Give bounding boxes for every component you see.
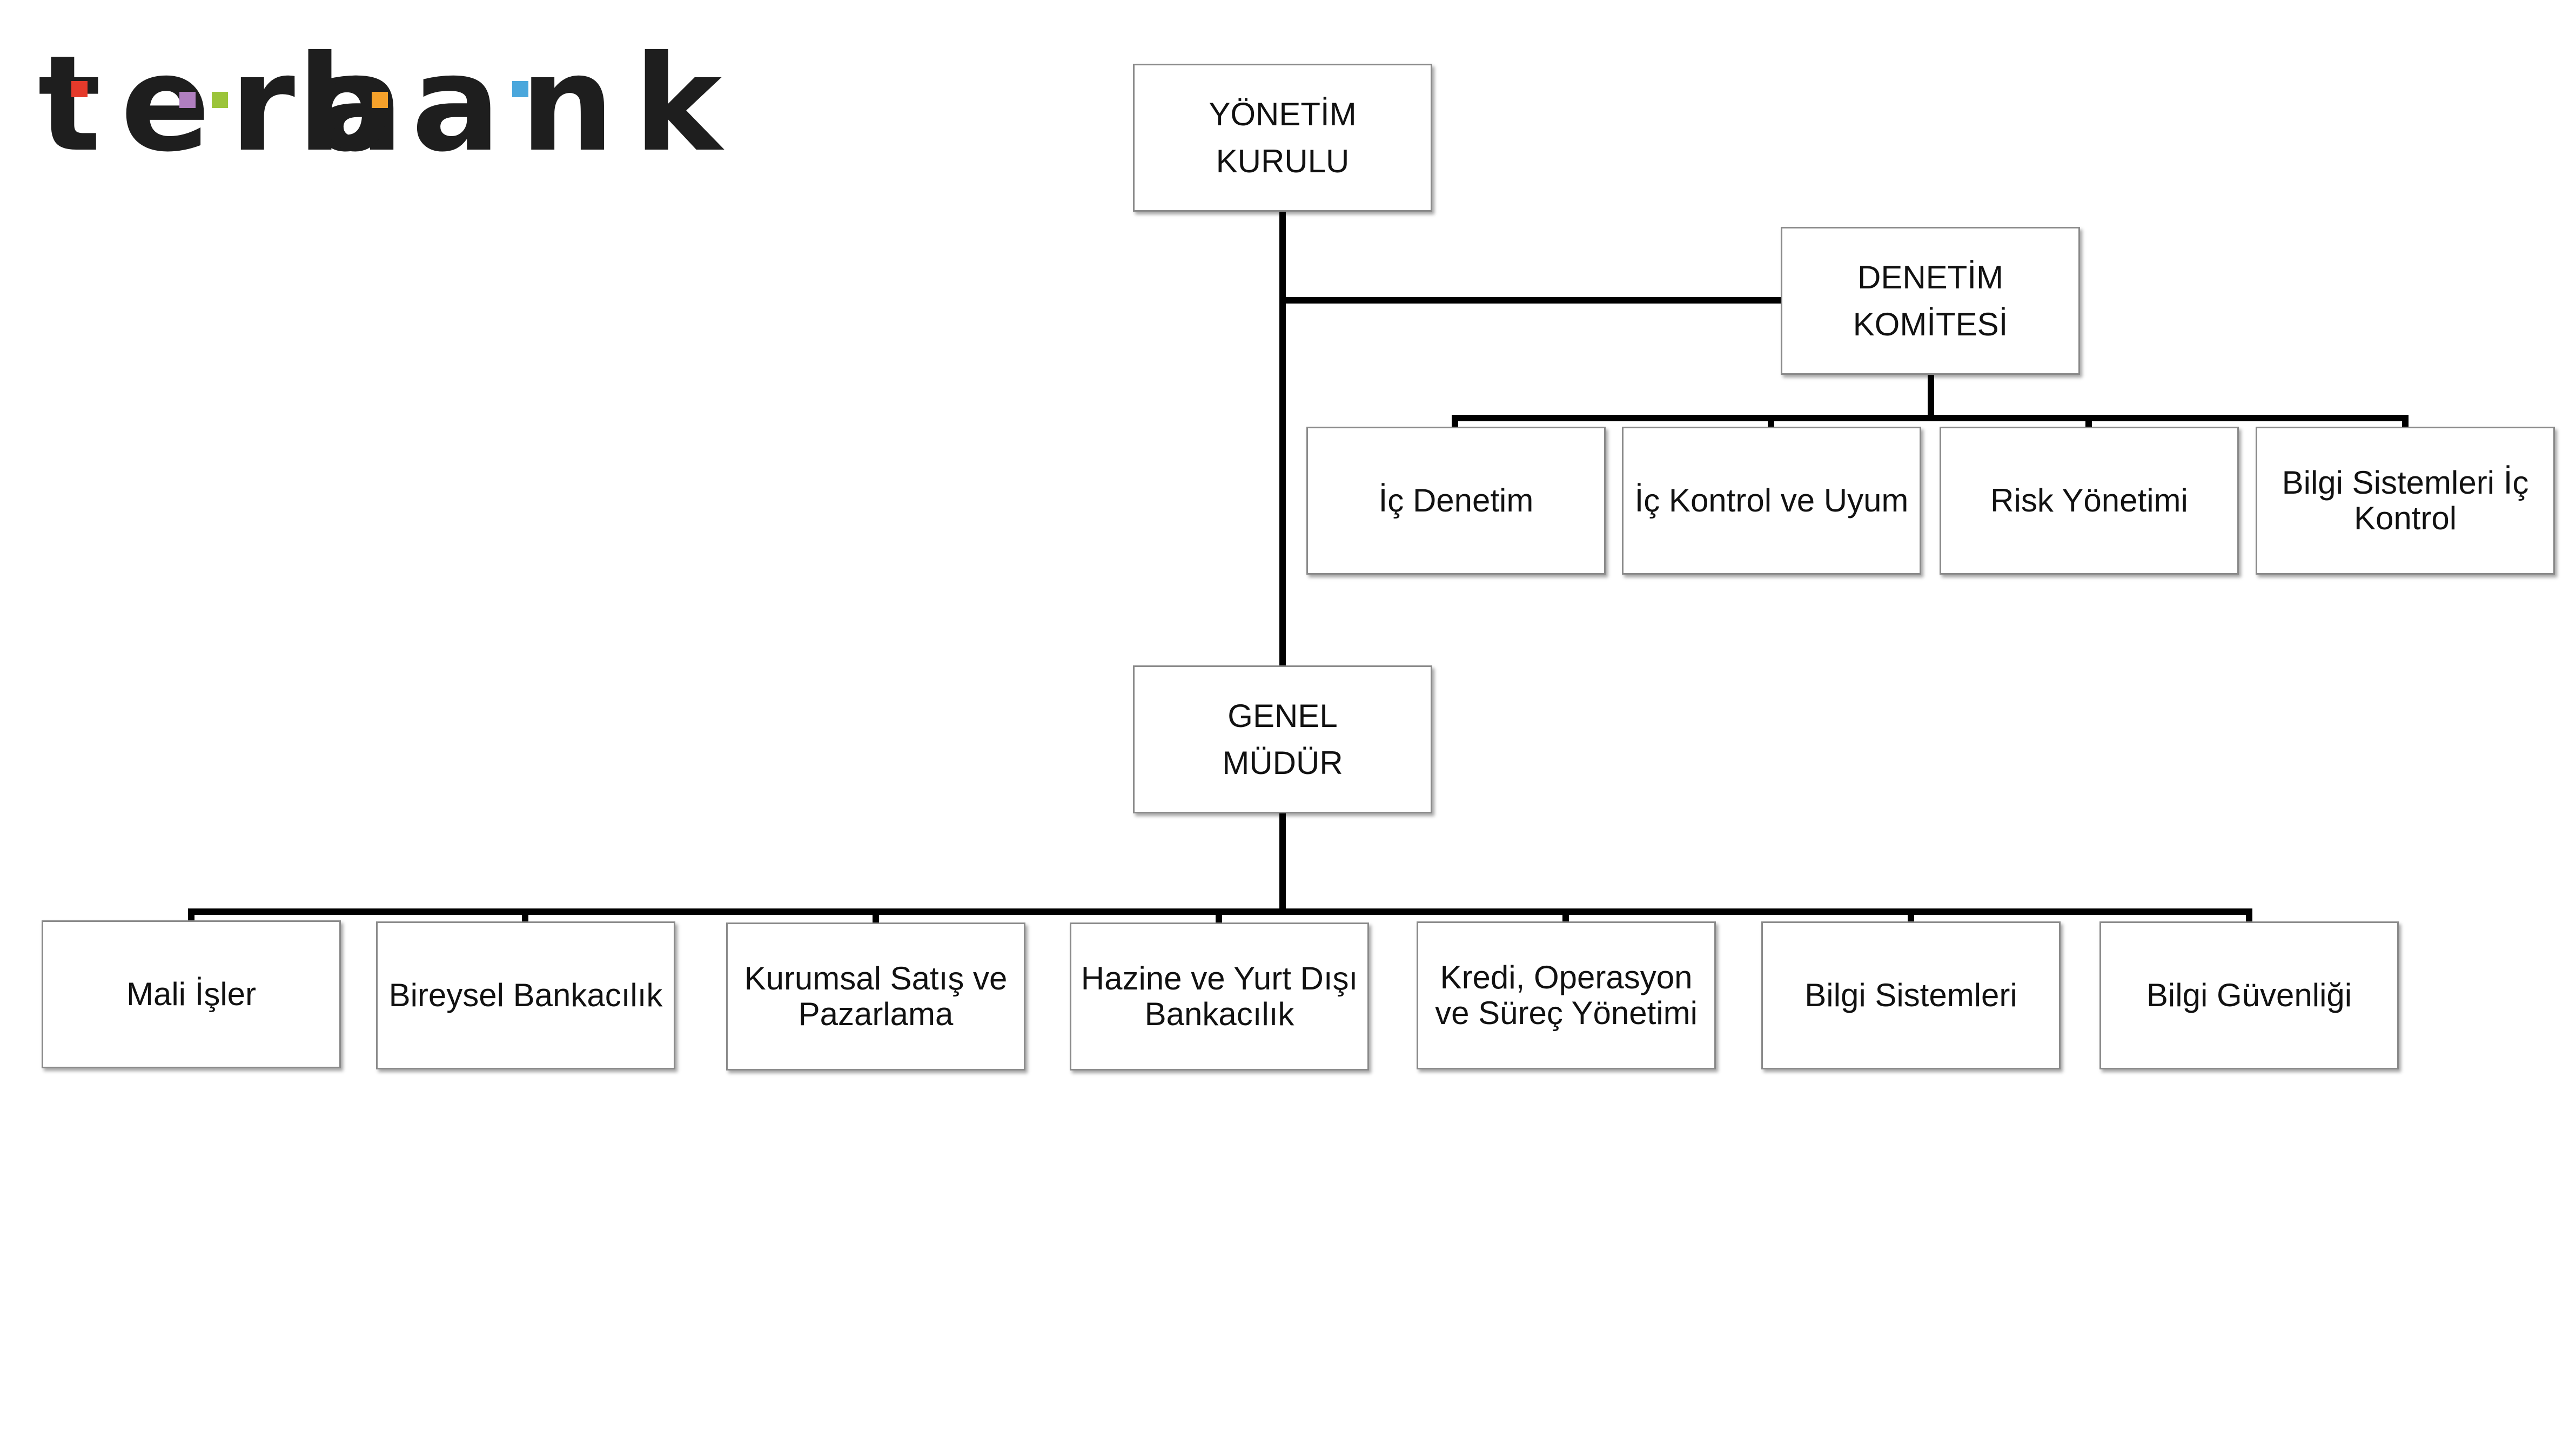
- node-label: Mali İşler: [126, 976, 257, 1012]
- node-bireysel-bankacilik: Bireysel Bankacılık: [376, 921, 675, 1069]
- logo-square-red: [71, 81, 88, 97]
- node-genel-mudur: GENEL MÜDÜR: [1133, 665, 1432, 813]
- node-hazine-ve-yurt-disi-bankacilik: Hazine ve Yurt Dışı Bankacılık: [1070, 922, 1369, 1070]
- node-risk-yonetimi: Risk Yönetimi: [1940, 427, 2239, 575]
- node-mali-isler: Mali İşler: [42, 920, 341, 1068]
- node-bilgi-guvenligi: Bilgi Güvenliği: [2099, 921, 2399, 1069]
- node-label: Kurumsal Satış ve Pazarlama: [744, 960, 1008, 1032]
- node-label: Bilgi Sistemleri: [1804, 977, 2017, 1013]
- node-label: İç Kontrol ve Uyum: [1634, 482, 1909, 519]
- node-kurumsal-satis-ve-pazarlama: Kurumsal Satış ve Pazarlama: [726, 922, 1025, 1070]
- node-bilgi-sistemleri-ic-kontrol: Bilgi Sistemleri İç Kontrol: [2256, 427, 2555, 575]
- logo-square-orange: [372, 92, 388, 108]
- logo-square-purple: [179, 92, 196, 108]
- node-ic-denetim: İç Denetim: [1306, 427, 1606, 575]
- node-yonetim-kurulu: YÖNETİM KURULU: [1133, 64, 1432, 212]
- node-ic-kontrol-ve-uyum: İç Kontrol ve Uyum: [1622, 427, 1921, 575]
- node-label: YÖNETİM KURULU: [1209, 96, 1357, 179]
- node-kredi-operasyon-surec-yonetimi: Kredi, Operasyon ve Süreç Yönetimi: [1417, 921, 1716, 1069]
- node-label: DENETİM KOMİTESİ: [1853, 259, 2008, 342]
- node-label: Kredi, Operasyon ve Süreç Yönetimi: [1435, 959, 1698, 1031]
- node-label: Bilgi Güvenliği: [2146, 977, 2352, 1013]
- node-label: İç Denetim: [1378, 482, 1534, 519]
- node-label: GENEL MÜDÜR: [1222, 698, 1343, 781]
- node-label: Bireysel Bankacılık: [388, 977, 663, 1013]
- node-label: Risk Yönetimi: [1990, 482, 2188, 519]
- node-label: Hazine ve Yurt Dışı Bankacılık: [1081, 960, 1358, 1032]
- logo-word-bank: bank: [297, 27, 742, 181]
- node-bilgi-sistemleri: Bilgi Sistemleri: [1761, 921, 2061, 1069]
- logo-square-green: [212, 92, 228, 108]
- node-label: Bilgi Sistemleri İç Kontrol: [2282, 464, 2529, 536]
- logo-square-blue: [512, 81, 528, 97]
- node-denetim-komitesi: DENETİM KOMİTESİ: [1781, 227, 2080, 375]
